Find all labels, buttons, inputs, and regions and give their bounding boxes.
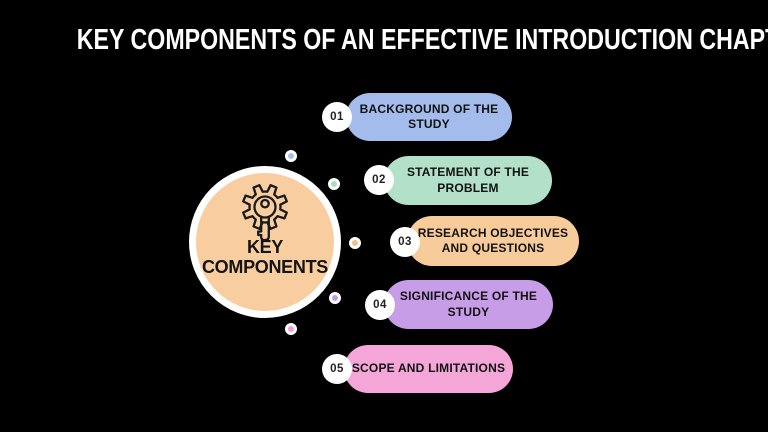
item-label: SIGNIFICANCE OF THE STUDY bbox=[400, 289, 537, 320]
key-shaft bbox=[257, 215, 270, 242]
gear-outline bbox=[242, 184, 288, 230]
item-label: RESEARCH OBJECTIVES AND QUESTIONS bbox=[418, 226, 569, 257]
key-hole bbox=[260, 198, 270, 209]
item-label-line1: STATEMENT OF THE bbox=[406, 165, 530, 179]
item-label: SCOPE AND LIMITATIONS bbox=[352, 361, 505, 377]
dot-blue bbox=[285, 150, 297, 162]
hub-label-line1: KEY bbox=[246, 237, 284, 257]
item-pill-statement-of-the-problem: STATEMENT OF THE PROBLEM bbox=[384, 156, 552, 205]
item-label-line2: AND QUESTIONS bbox=[441, 241, 545, 255]
dot-orange bbox=[349, 237, 361, 249]
hub-circle: KEY COMPONENTS bbox=[189, 166, 341, 318]
gear-key-icon bbox=[242, 184, 288, 242]
item-number-badge: 05 bbox=[322, 354, 352, 384]
item-pill-research-objectives-and-questions: RESEARCH OBJECTIVES AND QUESTIONS bbox=[407, 216, 579, 266]
item-pill-scope-and-limitations: SCOPE AND LIMITATIONS bbox=[344, 345, 513, 393]
item-label: BACKGROUND OF THE STUDY bbox=[360, 102, 499, 133]
item-label-line2: STUDY bbox=[408, 117, 450, 131]
item-number-badge: 03 bbox=[390, 227, 420, 257]
item-label-line2: STUDY bbox=[447, 304, 490, 319]
item-label: STATEMENT OF THE PROBLEM bbox=[407, 165, 529, 196]
dot-purple bbox=[329, 292, 341, 304]
item-label-line2: PROBLEM bbox=[437, 180, 499, 195]
item-number-badge: 04 bbox=[365, 290, 395, 320]
item-label-line1: SCOPE AND LIMITATIONS bbox=[351, 361, 506, 376]
dot-pink bbox=[285, 323, 297, 335]
item-pill-background-of-the-study: BACKGROUND OF THE STUDY bbox=[346, 93, 512, 141]
item-label-line1: BACKGROUND OF THE bbox=[359, 101, 499, 116]
hub-label-line2: COMPONENTS bbox=[201, 257, 328, 277]
page-title: KEY COMPONENTS OF AN EFFECTIVE INTRODUCT… bbox=[76, 24, 768, 56]
hub-label: KEY COMPONENTS bbox=[196, 237, 334, 277]
dot-green bbox=[328, 178, 340, 190]
item-number-badge: 01 bbox=[322, 102, 352, 132]
item-pill-significance-of-the-study: SIGNIFICANCE OF THE STUDY bbox=[384, 280, 553, 329]
item-label-line1: RESEARCH OBJECTIVES bbox=[417, 225, 569, 240]
item-label-line1: SIGNIFICANCE OF THE bbox=[399, 289, 538, 303]
item-number-badge: 02 bbox=[364, 165, 394, 195]
key-head bbox=[253, 195, 277, 219]
